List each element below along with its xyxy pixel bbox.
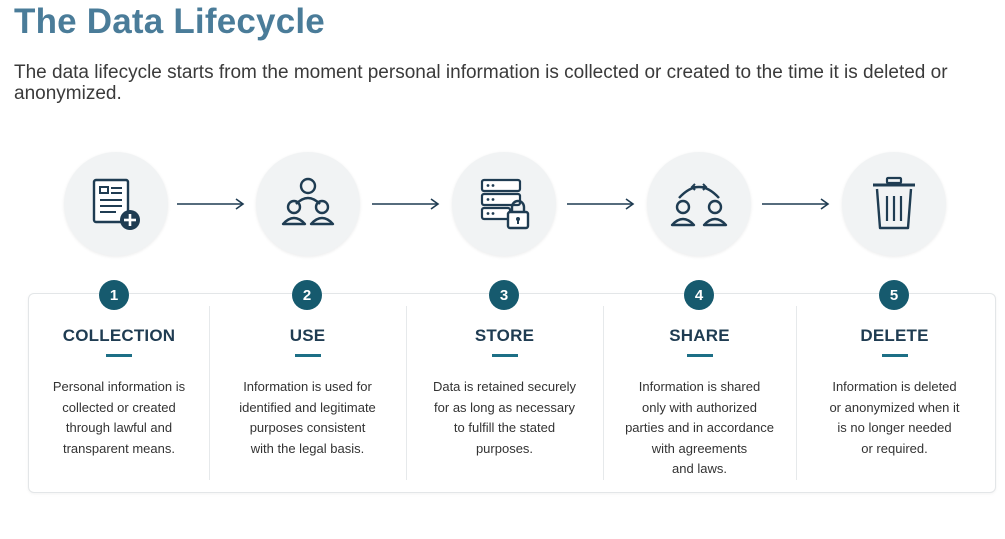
desc-line: parties and in accordance	[625, 420, 774, 435]
step-description: Information is used for identified and l…	[215, 377, 400, 459]
people-exchange-icon	[670, 183, 728, 227]
desc-line: purposes consistent	[249, 420, 366, 435]
step-description: Data is retained securely for as long as…	[412, 377, 597, 459]
desc-line: Information is deleted	[832, 379, 957, 394]
desc-line: identified and legitimate	[239, 399, 376, 415]
desc-line: is no longer needed	[837, 420, 952, 435]
step-title: STORE	[474, 326, 535, 345]
lifecycle-steps-card: COLLECTION Personal information is colle…	[28, 293, 996, 493]
arrow-right-icon	[762, 198, 830, 210]
lifecycle-icons-row	[0, 152, 1005, 256]
document-add-icon	[92, 178, 140, 230]
people-group-icon	[281, 177, 335, 226]
desc-line: and laws.	[672, 461, 727, 476]
step-title: USE	[289, 326, 326, 345]
column-divider	[796, 306, 797, 480]
title-underline	[491, 354, 518, 357]
column-divider	[603, 306, 604, 480]
desc-line: Personal information is	[52, 379, 186, 394]
intro-text: The data lifecycle starts from the momen…	[14, 62, 948, 104]
step-number-badge: 3	[489, 280, 519, 310]
arrow-right-icon	[177, 198, 245, 210]
step-share: SHARE Information is shared only with au…	[603, 294, 796, 492]
desc-line: Data is retained securely	[432, 379, 577, 394]
use-icon-circle	[256, 152, 360, 256]
desc-line: for as long as necessary	[434, 399, 575, 415]
desc-line: with the legal basis.	[250, 440, 365, 456]
store-icon-circle	[452, 152, 556, 256]
arrow-right-icon	[372, 198, 440, 210]
collection-icon-circle	[64, 152, 168, 256]
step-store: STORE Data is retained securely for as l…	[406, 294, 603, 492]
share-icon-circle	[647, 152, 751, 256]
step-title: COLLECTION	[62, 326, 176, 345]
desc-line: Information is used for	[243, 379, 372, 394]
step-number-badge: 2	[292, 280, 322, 310]
desc-line: collected or created	[62, 399, 176, 415]
step-delete: DELETE Information is deleted or anonymi…	[796, 294, 993, 492]
step-number-badge: 1	[99, 280, 129, 310]
step-use: USE Information is used for identified a…	[209, 294, 406, 492]
desc-line: Information is shared	[638, 379, 761, 394]
step-collection: COLLECTION Personal information is colle…	[29, 294, 209, 492]
title-underline	[294, 354, 321, 357]
desc-line: or required.	[861, 440, 928, 456]
server-lock-icon	[480, 178, 530, 230]
step-number-badge: 5	[879, 280, 909, 310]
desc-line: transparent means.	[62, 440, 175, 456]
step-description: Personal information is collected or cre…	[34, 377, 204, 459]
arrow-right-icon	[567, 198, 635, 210]
desc-line: through lawful and	[65, 420, 173, 435]
trash-icon	[873, 176, 915, 230]
delete-icon-circle	[842, 152, 946, 256]
step-title: SHARE	[669, 326, 730, 345]
desc-line: with agreements	[651, 440, 748, 456]
desc-line: to fulfill the stated	[453, 420, 556, 435]
page-title: The Data Lifecycle	[14, 2, 325, 41]
step-description: Information is shared only with authoriz…	[607, 377, 792, 480]
step-number-badge: 4	[684, 280, 714, 310]
desc-line: purposes.	[475, 440, 534, 456]
step-description: Information is deleted or anonymized whe…	[802, 377, 987, 459]
step-title: DELETE	[860, 326, 929, 345]
title-underline	[881, 354, 908, 357]
column-divider	[209, 306, 210, 480]
desc-line: only with authorized	[642, 399, 757, 415]
title-underline	[106, 354, 132, 357]
desc-line: or anonymized when it	[829, 399, 960, 415]
title-underline	[686, 354, 713, 357]
column-divider	[406, 306, 407, 480]
